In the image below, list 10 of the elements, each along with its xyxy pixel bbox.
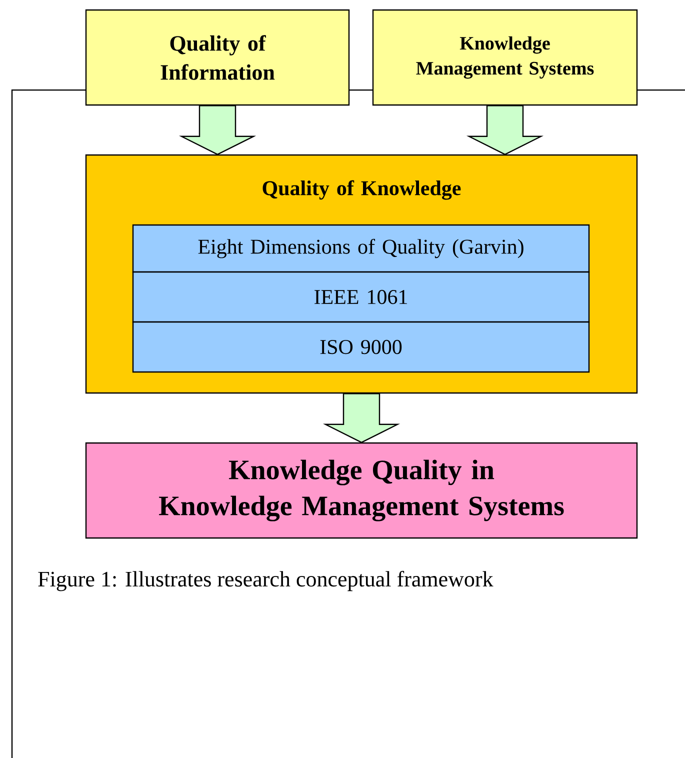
standard-row: Eight Dimensions of Quality (Garvin) <box>132 224 590 273</box>
figure-caption: Figure 1: Illustrates research conceptual framework <box>38 570 494 592</box>
result-box: Knowledge Quality in Knowledge Management Systems <box>85 442 638 539</box>
block-arrow <box>466 105 544 156</box>
input-box: Knowledge Management Systems <box>372 9 638 106</box>
standard-row: ISO 9000 <box>132 321 590 373</box>
input-box: Quality of Information <box>85 9 350 106</box>
standard-row: IEEE 1061 <box>132 271 590 323</box>
block-arrow <box>178 105 256 156</box>
block-arrow <box>322 393 400 444</box>
